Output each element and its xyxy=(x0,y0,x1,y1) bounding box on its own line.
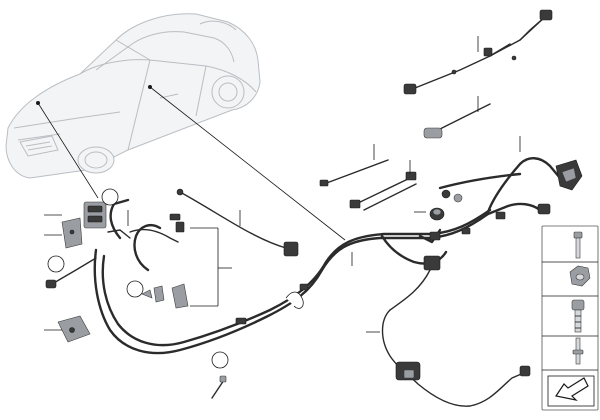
hardware-panel xyxy=(541,225,599,411)
callout-markers xyxy=(47,188,229,369)
reference-leaders xyxy=(44,36,521,333)
fuse-box-part xyxy=(83,201,107,229)
arrow-icon xyxy=(547,375,595,407)
small-bracket-set xyxy=(141,283,189,309)
screw-icon xyxy=(571,299,585,333)
pin-part xyxy=(211,375,227,399)
nut-icon xyxy=(569,265,591,287)
mounting-plate xyxy=(57,315,91,343)
bracket-part xyxy=(61,217,83,249)
vehicle-outline xyxy=(5,13,261,179)
sensor-cable xyxy=(45,257,97,289)
ground-cable-short xyxy=(319,159,389,187)
top-right-cable xyxy=(403,9,553,95)
car-leader-lines xyxy=(36,85,346,241)
stud-icon xyxy=(572,337,584,365)
harness-break-marker xyxy=(285,291,304,309)
main-wiring-harness xyxy=(93,157,562,355)
bolt-icon xyxy=(573,231,583,259)
front-cable-branch xyxy=(107,213,185,243)
mid-right-cable xyxy=(423,103,491,139)
battery-terminal-assembly xyxy=(441,159,583,203)
positive-cable-long xyxy=(176,188,299,257)
grommet-part xyxy=(429,207,445,221)
battery-cable-pair xyxy=(349,171,417,211)
lower-branch-wire xyxy=(381,255,531,407)
